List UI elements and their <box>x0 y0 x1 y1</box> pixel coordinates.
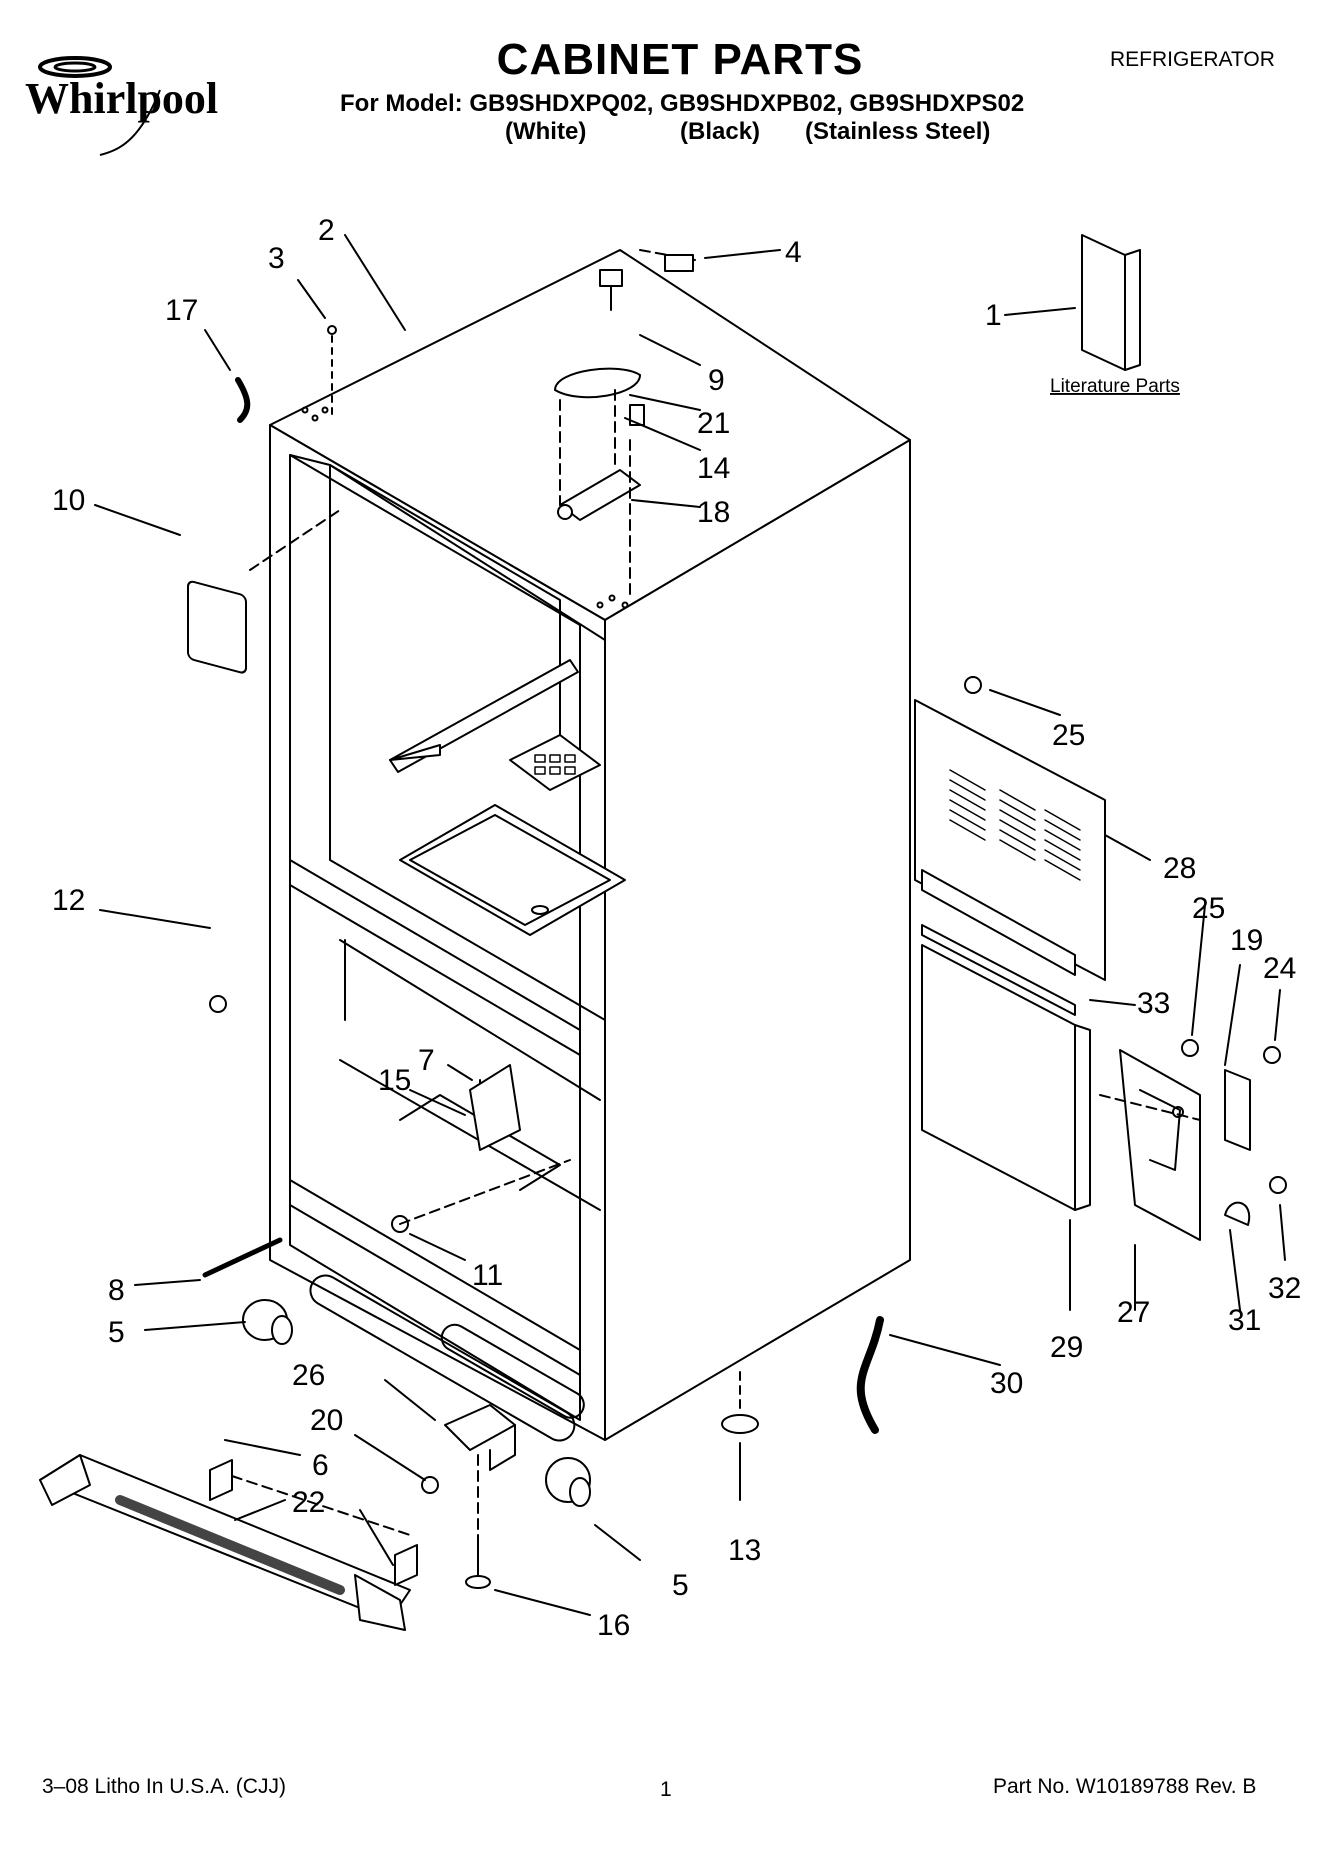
part-number: Part No. W10189788 Rev. B <box>993 1775 1257 1798</box>
rear-panels <box>856 676 1287 1434</box>
callout-18: 18 <box>697 496 730 529</box>
footer-litho: 3–08 Litho In U.S.A. (CJJ) <box>42 1775 286 1798</box>
callout-32: 32 <box>1268 1272 1301 1305</box>
callout-12: 12 <box>52 884 85 917</box>
callout-30: 30 <box>990 1367 1023 1400</box>
callout-21: 21 <box>697 407 730 440</box>
cabinet-shell <box>269 249 911 1442</box>
page-number: 1 <box>660 1778 672 1801</box>
callout-13: 13 <box>728 1534 761 1567</box>
brand-wordmark: Whirlpool <box>25 74 218 123</box>
top-hinge-assembly <box>554 249 696 601</box>
callout-25-right: 25 <box>1192 892 1225 925</box>
callout-16: 16 <box>597 1609 630 1642</box>
callout-33: 33 <box>1137 987 1170 1020</box>
callout-6: 6 <box>312 1449 329 1482</box>
finish-stainless: (Stainless Steel) <box>805 118 991 145</box>
callout-9: 9 <box>708 364 725 397</box>
finish-white: (White) <box>505 118 587 145</box>
whirlpool-logo: Whirlpool <box>25 56 218 156</box>
callout-28: 28 <box>1163 852 1196 885</box>
callout-31: 31 <box>1228 1304 1261 1337</box>
literature-parts-label: Literature Parts <box>1050 376 1180 397</box>
callout-14: 14 <box>697 452 730 485</box>
callout-1: 1 <box>985 299 1002 332</box>
callout-15: 15 <box>378 1064 411 1097</box>
callout-20: 20 <box>310 1404 343 1437</box>
callout-29: 29 <box>1050 1331 1083 1364</box>
model-line: For Model: GB9SHDXPQ02, GB9SHDXPB02, GB9… <box>340 90 1025 117</box>
callout-10: 10 <box>52 484 85 517</box>
callout-4: 4 <box>785 236 802 269</box>
callout-27: 27 <box>1117 1296 1150 1329</box>
callout-5-left: 5 <box>108 1316 125 1349</box>
callout-3: 3 <box>268 242 285 275</box>
callout-25-top: 25 <box>1052 719 1085 752</box>
toe-grille <box>39 1454 418 1631</box>
callout-19: 19 <box>1230 924 1263 957</box>
callout-7: 7 <box>418 1044 435 1077</box>
callout-22: 22 <box>292 1486 325 1519</box>
literature-booklet <box>1081 234 1141 371</box>
page-title: CABINET PARTS <box>496 35 864 84</box>
left-side-parts <box>187 325 759 1589</box>
callout-24: 24 <box>1263 952 1296 985</box>
callout-11: 11 <box>472 1259 503 1292</box>
callout-8: 8 <box>108 1274 125 1307</box>
callout-17: 17 <box>165 294 198 327</box>
callout-26: 26 <box>292 1359 325 1392</box>
finish-black: (Black) <box>680 118 761 145</box>
category-label: REFRIGERATOR <box>1110 48 1275 71</box>
leader-lines <box>94 234 1286 1616</box>
callout-labels: 1 2 3 4 5 5 6 7 8 9 10 11 12 13 14 15 16… <box>52 214 1301 1642</box>
callout-5-right: 5 <box>672 1569 689 1602</box>
callout-2: 2 <box>318 214 335 247</box>
